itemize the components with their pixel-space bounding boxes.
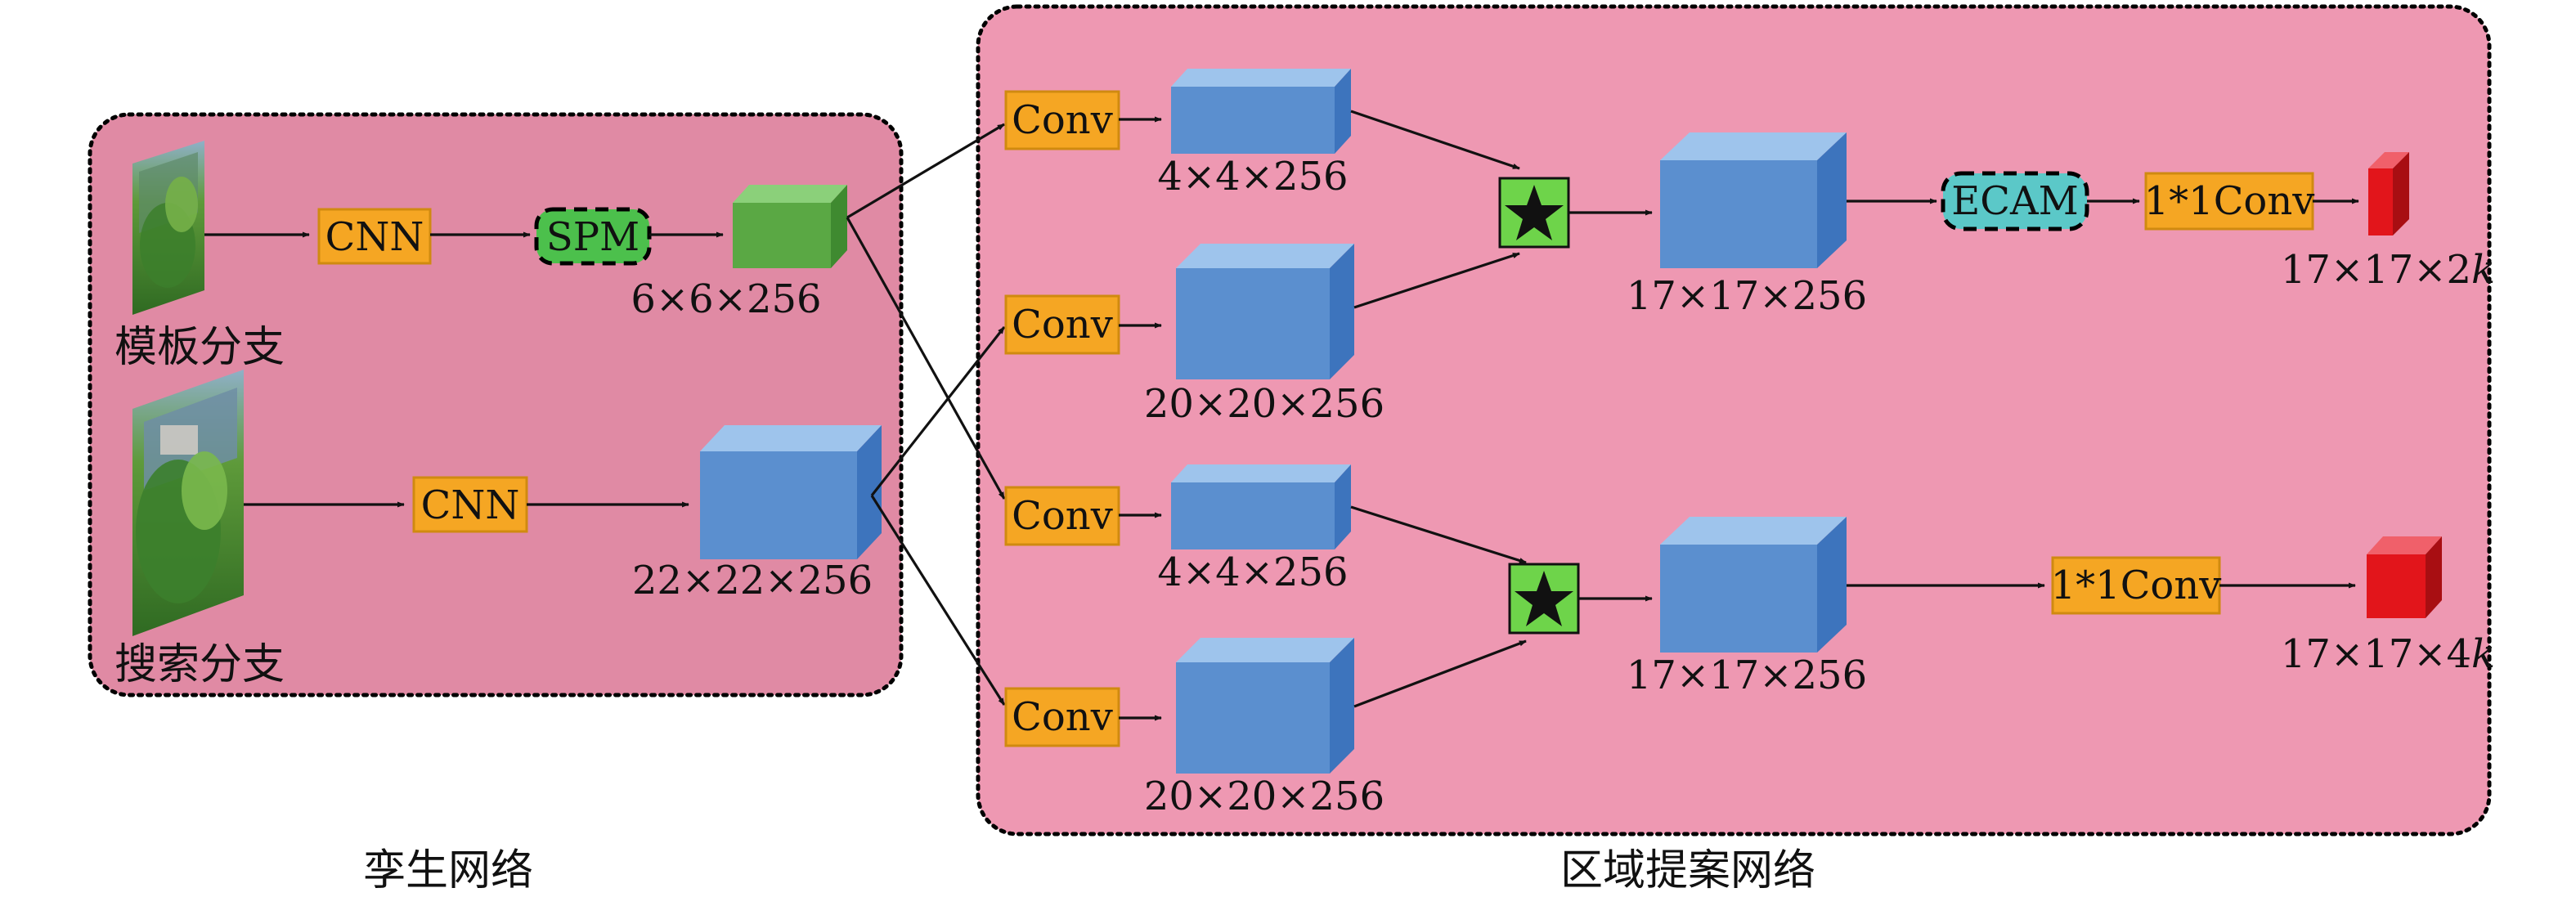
spm-label: SPM (546, 214, 640, 260)
template-cnn-box (317, 208, 432, 265)
feature-cube-4 (1176, 638, 1354, 774)
spm-box (534, 207, 652, 266)
feature-cube-1 (1171, 69, 1351, 154)
ecam-label: ECAM (1951, 178, 2079, 224)
output-cube-bottom (2367, 536, 2442, 618)
output-bottom-label: 17×17×4k (2281, 631, 2495, 677)
conv-label-1: Conv (1012, 97, 1113, 143)
search-image (132, 370, 244, 636)
conv1x1-label-top: 1*1Conv (2144, 178, 2315, 224)
conv-box-4 (1004, 687, 1120, 747)
siamese-title: 孪生网络 (363, 846, 533, 895)
ecam-box (1941, 171, 2089, 231)
output-top-label: 17×17×2k (2281, 247, 2495, 293)
fused-bottom-label: 17×17×256 (1627, 653, 1867, 698)
search-feature-label: 22×22×256 (632, 558, 873, 603)
conv-label-3: Conv (1012, 493, 1113, 539)
fused-cube-bottom (1660, 517, 1847, 653)
conv-output-label-2: 20×20×256 (1144, 381, 1384, 427)
conv-output-label-4: 20×20×256 (1144, 774, 1384, 819)
search-cnn-label: CNN (421, 482, 520, 528)
conv1x1-box-bottom (2051, 556, 2221, 615)
feature-cube-2 (1176, 244, 1354, 379)
star-icon (1515, 571, 1573, 626)
correlation-box-bottom (1508, 563, 1580, 635)
conv-box-3 (1004, 486, 1120, 546)
template-feature-cube (733, 185, 847, 268)
search-feature-cube (700, 425, 882, 559)
conv-box-1 (1004, 90, 1120, 150)
siamese-panel (88, 112, 904, 697)
template-feature-label: 6×6×256 (631, 276, 821, 322)
feature-cube-3 (1171, 464, 1351, 549)
rpn-title: 区域提案网络 (1560, 846, 1815, 895)
fused-top-label: 17×17×256 (1627, 273, 1867, 319)
conv-label-4: Conv (1012, 694, 1113, 740)
correlation-box-top (1498, 177, 1570, 249)
template-branch-label: 模板分支 (114, 323, 285, 372)
output-cube-top (2368, 152, 2409, 235)
template-image (132, 141, 204, 315)
fused-cube-top (1660, 132, 1847, 268)
star-icon (1505, 185, 1564, 240)
conv1x1-label-bottom: 1*1Conv (2051, 563, 2222, 608)
template-cnn-label: CNN (325, 214, 424, 260)
search-branch-label: 搜索分支 (114, 640, 285, 689)
conv-output-label-1: 4×4×256 (1157, 154, 1348, 200)
search-cnn-box (412, 476, 528, 533)
rpn-panel (976, 4, 2492, 836)
conv-output-label-3: 4×4×256 (1157, 549, 1348, 595)
conv-label-2: Conv (1012, 302, 1113, 348)
conv1x1-box-top (2144, 172, 2314, 231)
